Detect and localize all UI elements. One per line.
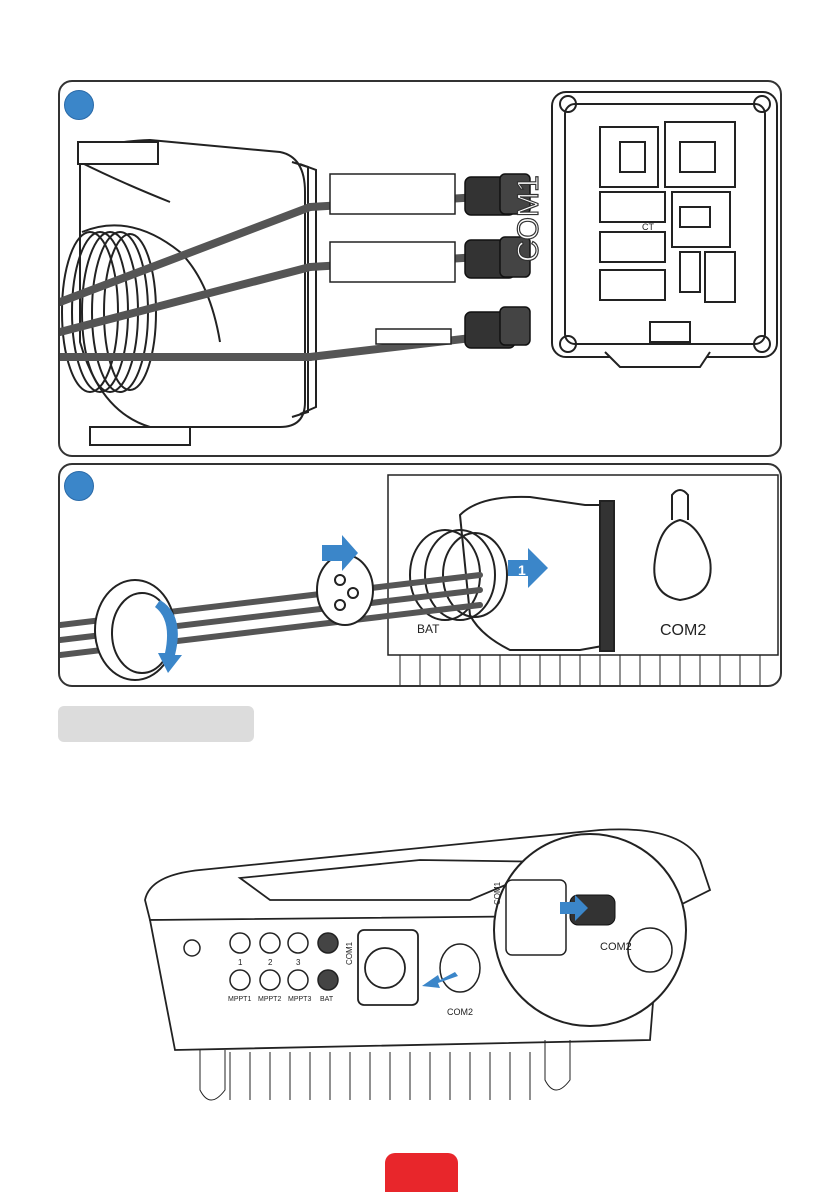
cable-label-1 [330, 174, 455, 214]
mppt2-number: 2 [268, 958, 273, 967]
swivel-nut [95, 580, 175, 680]
mppt3-number: 3 [296, 958, 301, 967]
step-1-panel: COM1 CT [58, 80, 782, 457]
overview-com1-label: COM1 [345, 941, 354, 965]
com2-port-label: COM2 [660, 622, 706, 639]
mppt2-label: MPPT2 [258, 996, 281, 1003]
inverter-overview-illustration: 1 2 3 MPPT1 MPPT2 MPPT3 BAT COM1 COM2 CO… [0, 800, 840, 1140]
overview-com2-cap [440, 944, 480, 992]
zoom-com1-label: COM1 [493, 881, 502, 905]
step-2-panel: COM2 BAT 1 [58, 463, 782, 687]
com1-vertical-label: COM1 [512, 175, 545, 262]
push-step-number: 1 [518, 562, 526, 578]
zoom-detail-circle [494, 834, 686, 1026]
overview-com2-label: COM2 [447, 1007, 473, 1017]
heat-sink-fins [400, 655, 760, 687]
overview-com1-connector [358, 930, 418, 1005]
com1-terminal-block [552, 92, 777, 367]
step-1-illustration: COM1 CT [60, 82, 782, 457]
section-heading-bar [58, 706, 254, 742]
step-2-illustration: COM2 BAT 1 [60, 465, 782, 687]
ct-terminal-label: CT [642, 222, 654, 232]
mppt1-number: 1 [238, 958, 243, 967]
overview-bat-label: BAT [320, 996, 334, 1003]
cable-label-3 [376, 329, 451, 344]
mppt3-label: MPPT3 [288, 996, 311, 1003]
cable-label-2 [330, 242, 455, 282]
page-number-tab [385, 1153, 458, 1192]
mppt1-label: MPPT1 [228, 996, 251, 1003]
bat-port-label: BAT [417, 622, 440, 636]
zoom-com2-label: COM2 [600, 941, 632, 953]
